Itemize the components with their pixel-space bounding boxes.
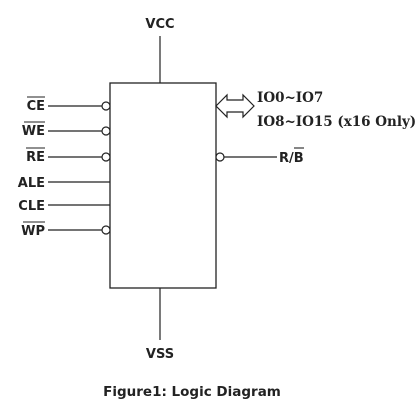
wp-label: WP — [21, 224, 45, 239]
re-bubble — [101, 152, 111, 162]
wp-bubble — [101, 225, 111, 235]
rb-label-r: R/ — [279, 151, 294, 166]
re-label: RE — [26, 150, 45, 165]
rb-label: R/B — [279, 151, 304, 166]
io-low-label: IO0~IO7 — [257, 90, 323, 106]
ce-label: CE — [27, 99, 45, 114]
rb-label-b: B — [294, 151, 304, 166]
ce-bubble — [101, 101, 111, 111]
we-bubble — [101, 126, 111, 136]
cle-label: CLE — [18, 199, 45, 214]
vss-label: VSS — [146, 347, 174, 362]
figure-caption: Figure1: Logic Diagram — [103, 384, 281, 400]
io-bidirectional-arrow-icon — [215, 93, 255, 119]
vcc-label: VCC — [145, 17, 174, 32]
io-high-label: IO8~IO15 (x16 Only) — [257, 114, 416, 130]
we-label: WE — [22, 124, 45, 139]
rb-bubble — [215, 152, 225, 162]
chip-body — [109, 82, 217, 289]
ale-label: ALE — [18, 176, 45, 191]
